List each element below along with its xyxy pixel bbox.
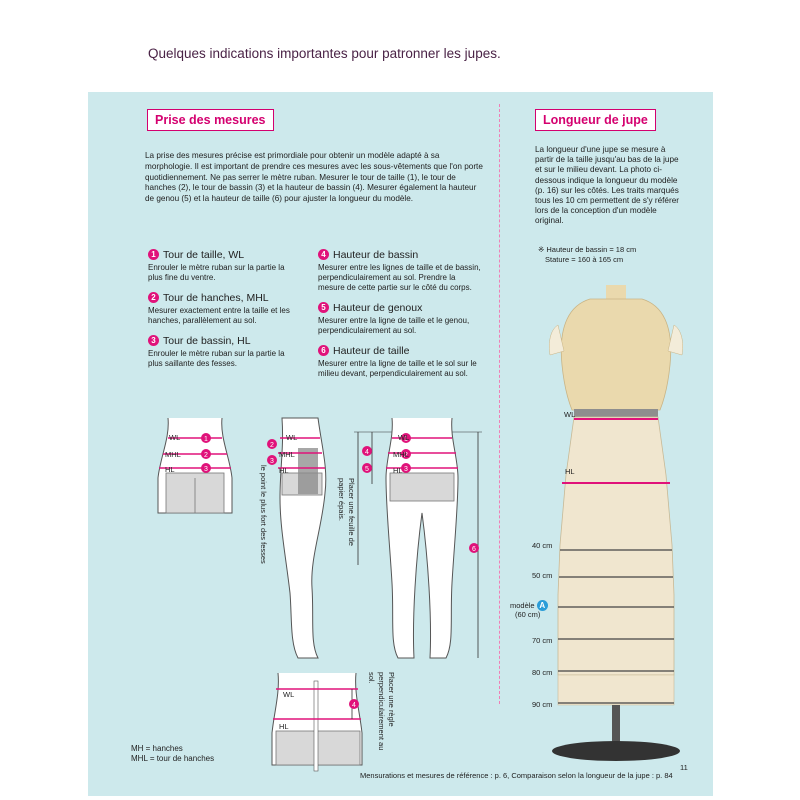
svg-text:2: 2 [404,452,408,459]
svg-text:1: 1 [204,436,208,443]
label-wl: WL [286,433,298,442]
svg-text:3: 3 [270,458,274,465]
number-badge: 5 [318,302,329,313]
measures-intro: La prise des mesures précise est primord… [145,151,483,204]
label-mhl: MHL [393,450,409,459]
label-mhl: MHL [165,450,181,459]
model-label-text: modèle [510,601,535,610]
number-badge: 1 [148,249,159,260]
svg-text:2: 2 [270,442,274,449]
label-wl: WL [398,433,410,442]
label-hl: HL [279,722,289,731]
measure-item: 5 Hauteur de genoux Mesurer entre la lign… [318,302,483,336]
measure-desc: Mesurer entre la ligne de taille et le g… [318,316,470,335]
measure-item: 2 Tour de hanches, MHL Mesurer exactement… [148,292,298,326]
page-title: Quelques indications importantes pour pa… [148,46,501,61]
measure-list-right: 4 Hauteur de bassin Mesurer entre les lig… [318,249,483,388]
label-wl: WL [169,433,181,442]
measure-item: 1 Tour de taille, WL Enrouler le mètre ru… [148,249,298,283]
footer-reference: Mensurations et mesures de référence : p… [360,771,673,780]
label-wl-right: WL [564,410,576,419]
measure-desc: Mesurer exactement entre la taille et le… [148,306,290,325]
page-number: 11 [680,763,688,772]
svg-text:5: 5 [365,466,369,473]
measure-title: Tour de taille, WL [163,248,245,261]
measure-item: 3 Tour de bassin, HL Enrouler le mètre ru… [148,335,298,369]
model-letter-badge: A [536,600,548,611]
label-wl: WL [283,690,295,699]
number-badge: 3 [148,335,159,346]
number-badge: 6 [318,345,329,356]
spec-hip-height: ※ Hauteur de bassin = 18 cm [538,245,637,254]
svg-text:3: 3 [204,466,208,473]
spec-stature: Stature = 160 à 165 cm [545,255,624,264]
measure-desc: Enrouler le mètre ruban sur la partie la… [148,263,285,282]
svg-text:6: 6 [472,546,476,553]
measure-title: Hauteur de bassin [333,248,419,261]
side-view-figure: 2 3 [267,417,327,659]
legend-mh: MH = hanches [131,744,183,753]
measure-title: Hauteur de taille [333,344,410,357]
measure-desc: Mesurer entre la ligne de taille et le s… [318,359,477,378]
svg-text:4: 4 [352,702,356,709]
label-hl: HL [165,465,175,474]
length-50: 50 cm [532,571,553,580]
section-title-measures: Prise des mesures [147,109,274,131]
model-label: modèle A [510,600,548,611]
ruler-figure: 4 [271,672,363,772]
measure-title: Hauteur de genoux [333,301,423,314]
label-hl-right: HL [565,467,575,476]
column-divider [499,104,500,704]
label-hl: HL [393,466,403,475]
note-hip-point: le point le plus fort des fesses [259,465,268,564]
length-40: 40 cm [532,541,553,550]
back-view-figure: 1 2 3 [157,417,233,514]
number-badge: 2 [148,292,159,303]
measure-title: Tour de hanches, MHL [163,291,269,304]
length-80: 80 cm [532,668,553,677]
svg-text:1: 1 [404,436,408,443]
note-ruler: Placer une règle perpendiculairement au … [367,672,396,751]
svg-text:2: 2 [204,452,208,459]
legend-mhl: MHL = tour de hanches [131,754,215,763]
measure-item: 4 Hauteur de bassin Mesurer entre les lig… [318,249,483,293]
length-90: 90 cm [532,700,553,709]
svg-text:3: 3 [404,466,408,473]
section-title-skirt-length: Longueur de jupe [535,109,656,131]
dress-form-photo [549,285,683,761]
measure-item: 6 Hauteur de taille Mesurer entre la lign… [318,345,483,379]
measure-list-left: 1 Tour de taille, WL Enrouler le mètre ru… [148,249,298,378]
label-mhl: MHL [279,450,295,459]
measure-title: Tour de bassin, HL [163,334,251,347]
label-hl: HL [279,466,289,475]
measure-desc: Enrouler le mètre ruban sur la partie la… [148,349,285,368]
note-paper: Placer une feuille de papier épais. [337,478,356,546]
length-70: 70 cm [532,636,553,645]
front-view-figure: 1 2 3 4 5 6 [354,417,482,659]
number-badge: 4 [318,249,329,260]
measure-desc: Mesurer entre les lignes de taille et de… [318,263,481,292]
svg-text:4: 4 [365,449,369,456]
model-length: (60 cm) [515,610,541,619]
skirt-length-intro: La longueur d'une jupe se mesure à parti… [535,145,679,226]
abbreviation-legend: MH = hanches MHL = tour de hanches [131,744,214,764]
